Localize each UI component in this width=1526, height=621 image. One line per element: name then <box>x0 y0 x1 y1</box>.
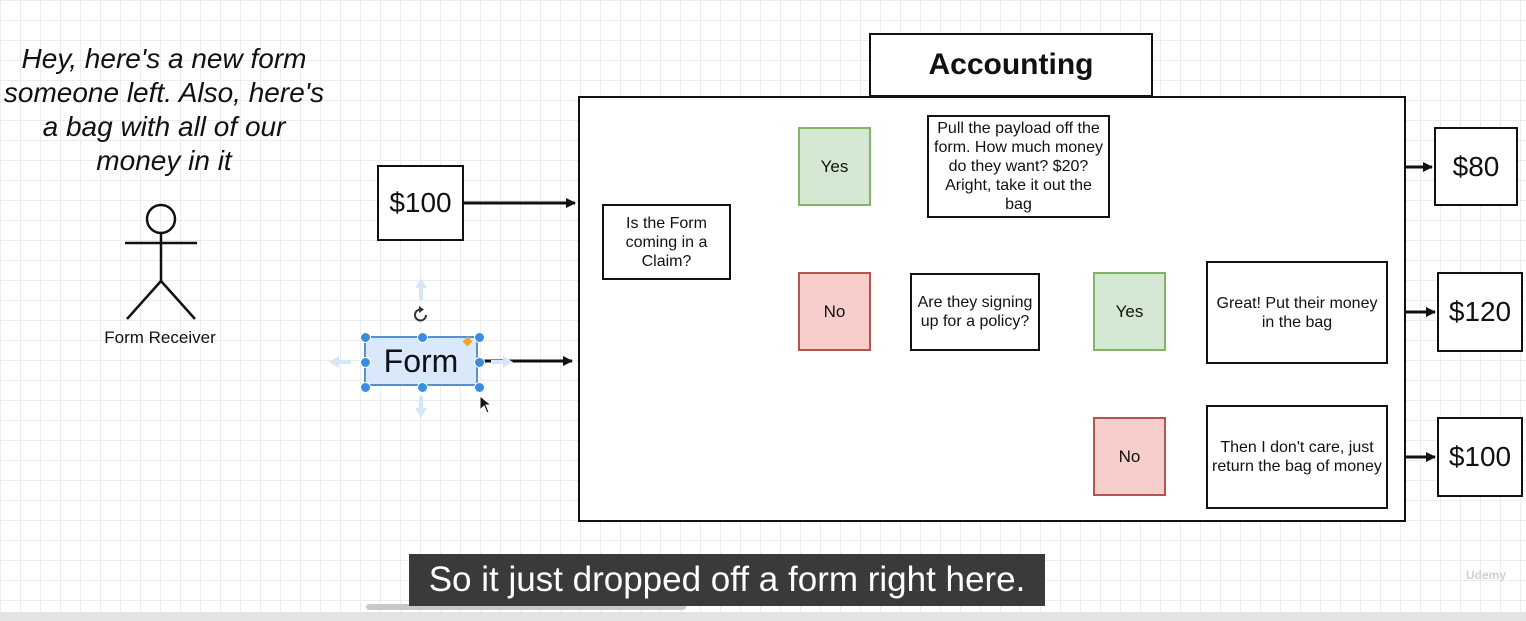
claim-action-text: Pull the payload off the form. How much … <box>934 120 1103 213</box>
subtitle-caption: So it just dropped off a form right here… <box>409 554 1045 606</box>
policy-yes-label: Yes <box>1115 301 1144 321</box>
claim-decision-text: Is the Form coming in a Claim? <box>625 214 708 270</box>
horizontal-scrollbar[interactable] <box>366 604 686 610</box>
connection-hint-arrows <box>329 278 513 418</box>
policy-no-action-box[interactable]: Then I don't care, just return the bag o… <box>1206 405 1388 509</box>
resize-handle-e[interactable] <box>474 357 485 368</box>
policy-decision-text: Are they signing up for a policy? <box>917 294 1033 330</box>
policy-no-label: No <box>1118 446 1141 466</box>
accounting-title: Accounting <box>928 48 1094 81</box>
output-120-box[interactable]: $120 <box>1437 272 1523 352</box>
incoming-money-label: $100 <box>389 187 452 218</box>
selection-outline <box>364 336 478 386</box>
policy-no-action-text: Then I don't care, just return the bag o… <box>1212 439 1382 475</box>
resize-handle-ne[interactable] <box>474 332 485 343</box>
policy-decision-box[interactable]: Are they signing up for a policy? <box>910 273 1040 351</box>
bottom-toolbar <box>0 612 1526 621</box>
form-label: Form <box>383 342 459 379</box>
accounting-title-box[interactable]: Accounting <box>869 33 1153 97</box>
resize-handle-se[interactable] <box>474 382 485 393</box>
resize-handle-n[interactable] <box>417 332 428 343</box>
resize-handle-sw[interactable] <box>360 382 371 393</box>
output-100-box[interactable]: $100 <box>1437 417 1523 497</box>
incoming-money-box[interactable]: $100 <box>377 165 464 241</box>
speech-text: Hey, here's a new form someone left. Als… <box>3 43 325 176</box>
output-80-box[interactable]: $80 <box>1434 127 1518 206</box>
subtitle-text: So it just dropped off a form right here… <box>428 560 1026 599</box>
mouse-cursor-icon <box>479 395 493 414</box>
policy-yes-box[interactable]: Yes <box>1093 272 1166 351</box>
resize-handle-nw[interactable] <box>360 332 371 343</box>
policy-yes-action-text: Great! Put their money in the bag <box>1216 294 1378 331</box>
claim-no-label: No <box>823 301 846 321</box>
claim-no-box[interactable]: No <box>798 272 871 351</box>
claim-decision-box[interactable]: Is the Form coming in a Claim? <box>602 204 731 280</box>
stick-figure-icon <box>125 203 197 320</box>
output-80-label: $80 <box>1452 150 1500 182</box>
rotate-handle-icon[interactable] <box>410 304 432 326</box>
actor-label: Form Receiver <box>104 328 216 347</box>
resize-handle-w[interactable] <box>360 357 371 368</box>
output-120-label: $120 <box>1448 296 1512 327</box>
output-100-label: $100 <box>1448 441 1512 472</box>
claim-yes-label: Yes <box>820 156 849 176</box>
claim-action-box[interactable]: Pull the payload off the form. How much … <box>927 115 1110 218</box>
policy-yes-action-box[interactable]: Great! Put their money in the bag <box>1206 261 1388 364</box>
watermark: Udemy <box>1466 568 1507 582</box>
policy-no-box[interactable]: No <box>1093 417 1166 496</box>
claim-yes-box[interactable]: Yes <box>798 127 871 206</box>
resize-handle-s[interactable] <box>417 382 428 393</box>
